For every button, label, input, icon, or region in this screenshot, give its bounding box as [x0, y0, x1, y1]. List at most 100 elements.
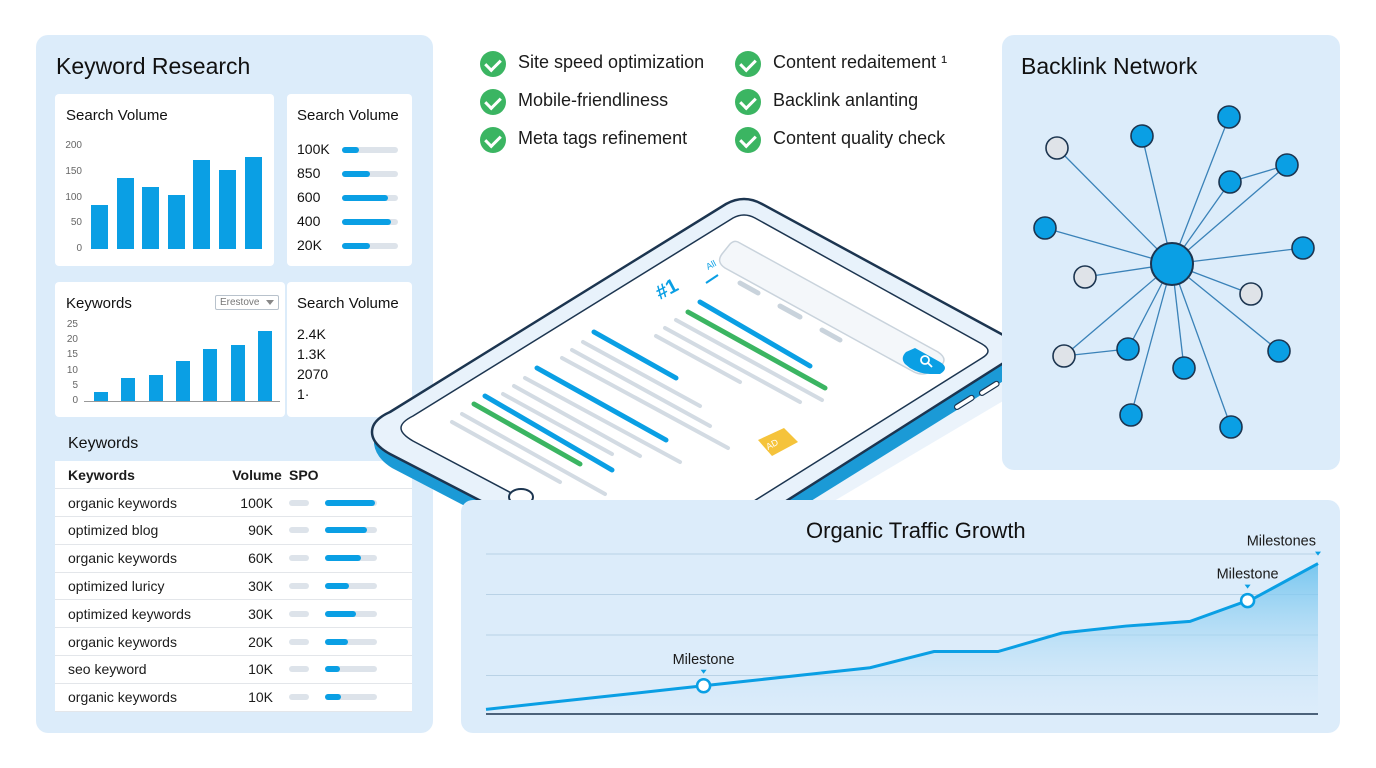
keyword-cell: optimized blog: [55, 516, 225, 545]
chevron-down-icon: [266, 300, 274, 305]
backlink-node[interactable]: [1033, 216, 1057, 240]
spo-indicator: [289, 499, 412, 507]
keywords-bar: [121, 378, 136, 401]
keywords-volume-value: 1·: [297, 386, 310, 402]
milestone-pointer: [1315, 551, 1321, 556]
search-volume-value: 100K: [297, 141, 330, 157]
y-tick-label: 0: [72, 395, 78, 406]
backlink-node-inactive[interactable]: [1052, 344, 1076, 368]
backlink-node-inactive[interactable]: [1239, 282, 1263, 306]
keyword-cell: seo keyword: [55, 655, 225, 684]
spo-bar-track: [325, 694, 377, 701]
traffic-area: [486, 563, 1318, 714]
backlink-edge: [1171, 164, 1288, 265]
milestone-marker[interactable]: [1239, 592, 1256, 609]
volume-cell: 90K: [225, 516, 289, 545]
y-tick-label: 5: [72, 379, 78, 391]
backlink-node[interactable]: [1130, 124, 1154, 148]
keywords-bar: [203, 349, 218, 401]
column-header-volume[interactable]: Volume: [225, 461, 289, 490]
backlink-network-graph: [1033, 105, 1315, 439]
backlink-node-inactive[interactable]: [1073, 265, 1097, 289]
spo-bar-track: [325, 527, 377, 534]
keywords-volume-value: 2070: [297, 366, 329, 382]
spo-bar-track: [325, 610, 377, 617]
keywords-chart-dropdown[interactable]: Erestove: [215, 295, 279, 310]
volume-cell: 10K: [225, 655, 289, 684]
spo-small-pill: [289, 527, 309, 534]
spo-small-pill: [289, 666, 309, 673]
keyword-research-title: Keyword Research: [56, 53, 251, 79]
y-tick-label: 150: [65, 165, 82, 177]
search-volume-chart-title: Search Volume: [66, 107, 168, 124]
search-volume-bar-track: [342, 243, 398, 249]
spo-bar-track: [325, 555, 377, 562]
backlink-node[interactable]: [1219, 415, 1243, 439]
search-result-first: [654, 299, 828, 404]
search-volume-bar-track: [342, 195, 398, 201]
backlink-node[interactable]: [1291, 236, 1315, 260]
backlink-edge: [1171, 263, 1232, 428]
backlink-hub-node[interactable]: [1150, 242, 1194, 286]
spo-bar-track: [325, 638, 377, 645]
check-circle-icon: [480, 127, 506, 153]
backlink-node[interactable]: [1275, 153, 1299, 177]
y-tick-label: 25: [66, 319, 78, 330]
tab-all[interactable]: All: [704, 258, 718, 272]
backlink-node[interactable]: [1119, 403, 1143, 427]
spo-bar-track: [325, 499, 377, 506]
backlink-node[interactable]: [1218, 170, 1242, 194]
keyword-cell: organic keywords: [55, 683, 225, 712]
spo-indicator: [289, 638, 412, 646]
search-volume-bar-fill: [342, 243, 370, 249]
spo-bar-fill: [325, 499, 375, 506]
keywords-bar: [257, 331, 272, 401]
spo-indicator: [289, 526, 412, 534]
backlink-node-inactive[interactable]: [1045, 136, 1069, 160]
spo-cell: [289, 627, 412, 657]
backlink-edge: [1056, 147, 1173, 265]
spo-bar-fill: [325, 555, 362, 562]
spo-small-pill: [289, 694, 309, 701]
backlink-node[interactable]: [1217, 105, 1241, 129]
spo-bar-fill: [325, 666, 340, 673]
search-volume-bar-fill: [342, 219, 392, 225]
check-circle-icon: [735, 89, 761, 115]
keyword-cell: organic keywords: [55, 544, 225, 573]
check-circle-icon: [480, 51, 506, 77]
spo-cell: [289, 572, 412, 601]
spo-bar-fill: [325, 610, 357, 617]
search-volume-bar: [116, 177, 134, 249]
checklist-item: Site speed optimization: [518, 52, 705, 72]
spo-small-pill: [289, 638, 309, 645]
search-result-third: [501, 365, 682, 464]
x-axis-line: [84, 401, 280, 402]
spo-small-pill: [289, 555, 309, 562]
search-volume-bar-fill: [342, 147, 359, 153]
search-volume-value: 600: [297, 189, 321, 205]
search-button: [902, 348, 945, 374]
y-tick-label: 100: [65, 191, 82, 203]
backlink-edge: [1063, 263, 1173, 357]
spo-bar-fill: [325, 694, 341, 701]
backlink-node[interactable]: [1172, 356, 1196, 380]
volume-cell: 30K: [225, 599, 289, 629]
search-volume-bar: [219, 170, 236, 249]
backlink-node[interactable]: [1267, 339, 1291, 363]
spo-bar-track: [325, 583, 377, 590]
spo-cell: [289, 516, 412, 545]
keywords-table-title: Keywords: [68, 435, 139, 452]
search-volume-bar-fill: [342, 171, 370, 177]
column-header-keywords[interactable]: Keywords: [55, 461, 225, 490]
backlink-node[interactable]: [1116, 337, 1140, 361]
milestone-marker[interactable]: [695, 678, 712, 694]
